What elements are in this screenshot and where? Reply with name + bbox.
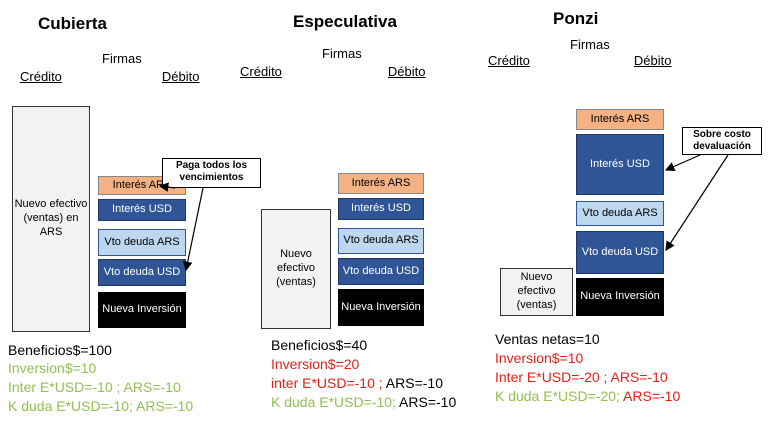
callout-ponzi: Sobre costo devaluación xyxy=(682,127,762,155)
ponzi-line-4-ars: ARS=-10 xyxy=(623,388,681,404)
ponzi-line-4: K duda E*USD=-20; ARS=-10 xyxy=(495,388,680,404)
credit-debit-row-cubierta: Crédito Débito xyxy=(20,69,220,84)
arrow-cubierta-to-vto-usd xyxy=(183,187,204,272)
especulativa-line-2: Inversion$=20 xyxy=(271,356,360,372)
debit-label: Débito xyxy=(161,69,200,84)
arrow-ponzi-to-interes-usd xyxy=(664,154,701,172)
title-cubierta: Cubierta xyxy=(38,14,107,33)
firms-header-cubierta: Firmas xyxy=(102,51,142,66)
especulativa-line-4-usd: K duda E*USD=-10; xyxy=(271,394,400,410)
cubierta-line-4: K duda E*USD=-10; ARS=-10 xyxy=(8,398,194,414)
debit-label: Débito xyxy=(633,53,672,68)
nueva-inversion-ponzi: Nueva Inversión xyxy=(576,278,664,316)
firms-header-especulativa: Firmas xyxy=(322,46,362,61)
credit-debit-row-especulativa: Crédito Débito xyxy=(240,64,432,79)
especulativa-line-4: K duda E*USD=-10; ARS=-10 xyxy=(271,394,456,410)
vto-ars-cubierta: Vto deuda ARS xyxy=(98,229,186,256)
cash-box-especulativa: Nuevo efectivo (ventas) xyxy=(261,209,331,329)
ponzi-line-4-usd: K duda E*USD=-20; xyxy=(495,388,624,404)
cubierta-line-2: Inversion$=10 xyxy=(8,360,97,376)
interes-usd-ponzi: Interés USD xyxy=(576,134,664,195)
cubierta-line-3: Inter E*USD=-10 ; ARS=-10 xyxy=(8,379,181,395)
cash-box-ponzi: Nuevo efectivo (ventas) xyxy=(500,268,573,316)
cash-box-cubierta: Nuevo efectivo (ventas) en ARS xyxy=(12,106,90,332)
cubierta-line-1: Beneficios$=100 xyxy=(8,342,112,358)
vto-ars-especulativa: Vto deuda ARS xyxy=(338,228,424,254)
especulativa-line-4-ars: ARS=-10 xyxy=(399,394,457,410)
vto-ars-ponzi: Vto deuda ARS xyxy=(576,201,664,226)
interes-ars-especulativa: Interés ARS xyxy=(338,173,424,194)
nueva-inversion-cubierta: Nueva Inversión xyxy=(98,292,186,328)
vto-usd-ponzi: Vto deuda USD xyxy=(576,231,664,274)
especulativa-line-3-ars: ARS=-10 xyxy=(385,375,443,391)
ponzi-line-2: Inversion$=10 xyxy=(495,350,584,366)
interes-usd-cubierta: Interés USD xyxy=(98,199,186,221)
interes-ars-ponzi: Interés ARS xyxy=(576,109,664,130)
callout-cubierta: Paga todos los vencimientos xyxy=(162,158,261,188)
title-ponzi: Ponzi xyxy=(553,9,599,28)
firms-header-ponzi: Firmas xyxy=(570,37,610,52)
arrow-ponzi-to-vto-usd xyxy=(665,154,729,252)
arrow-cubierta-to-interes xyxy=(158,182,176,192)
especulativa-line-3: inter E*USD=-10 ; ARS=-10 xyxy=(271,375,443,391)
nueva-inversion-especulativa: Nueva Inversión xyxy=(338,289,424,326)
ponzi-line-3: Inter E*USD=-20 ; ARS=-10 xyxy=(495,369,668,385)
vto-usd-especulativa: Vto deuda USD xyxy=(338,258,424,285)
credit-label: Crédito xyxy=(488,53,530,68)
ponzi-line-1: Ventas netas=10 xyxy=(495,331,600,347)
especulativa-line-1: Beneficios$=40 xyxy=(271,337,368,353)
especulativa-line-3-usd: inter E*USD=-10 ; xyxy=(271,375,386,391)
debit-label: Débito xyxy=(387,64,426,79)
credit-label: Crédito xyxy=(240,64,282,79)
title-especulativa: Especulativa xyxy=(293,12,397,31)
credit-label: Crédito xyxy=(20,69,62,84)
interes-usd-especulativa: Interés USD xyxy=(338,198,424,220)
vto-usd-cubierta: Vto deuda USD xyxy=(98,259,186,286)
credit-debit-row-ponzi: Crédito Débito xyxy=(488,53,680,68)
